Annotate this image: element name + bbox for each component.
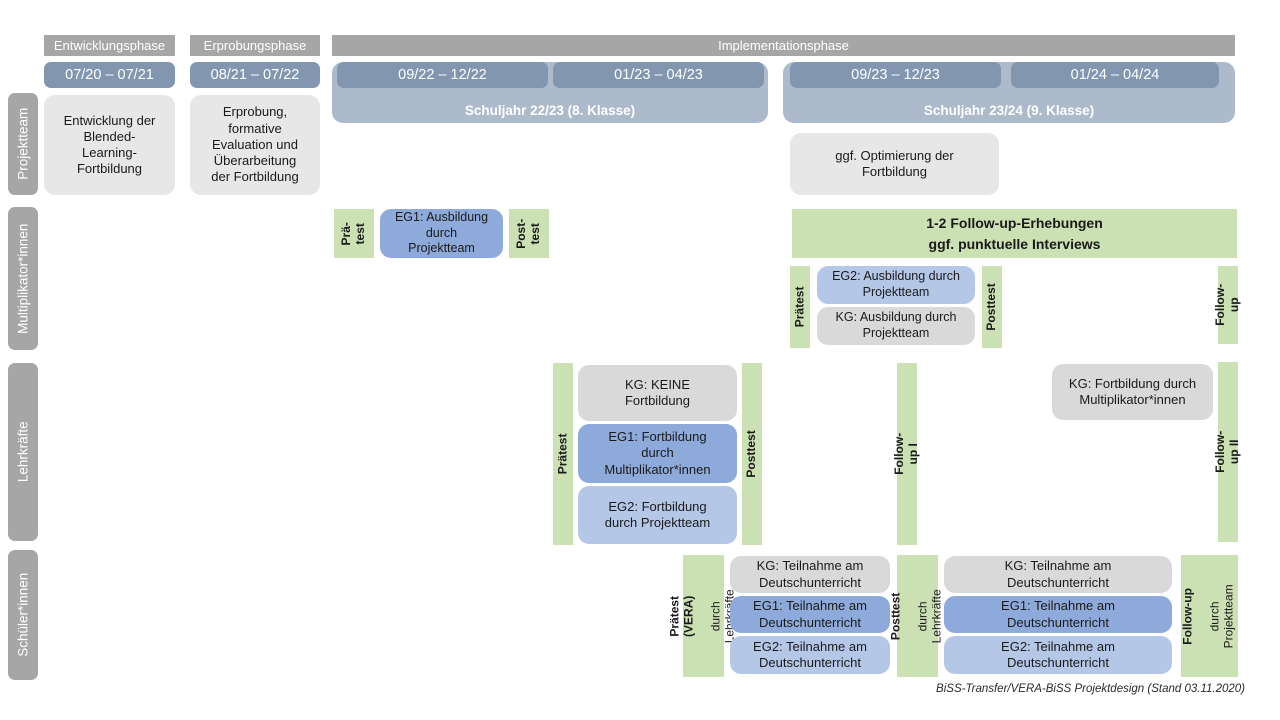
- box-eg1-deutschunterricht-2: EG1: Teilnahme am Deutschunterricht: [944, 596, 1172, 633]
- phase-bar-entwicklung: Entwicklungsphase: [44, 35, 175, 56]
- row-label-multiplikatoren: Multiplikator*innen: [8, 207, 38, 350]
- box-praetest-multiplikatoren: Prä- test: [334, 209, 374, 258]
- followup-sub: durch Projektteam: [1208, 583, 1237, 649]
- followup-main: Follow-up: [1180, 587, 1195, 645]
- followup-label: Follow-up: [1213, 284, 1241, 326]
- box-eg2-deutschunterricht-2: EG2: Teilnahme am Deutschunterricht: [944, 636, 1172, 674]
- box-posttest-schueler: Posttest durch Lehrkräfte: [889, 555, 944, 677]
- box-followup-erhebungen: 1-2 Follow-up-Erhebungen ggf. punktuelle…: [792, 209, 1237, 258]
- box-eg1-ausbildung: EG1: Ausbildung durch Projektteam: [380, 209, 503, 258]
- box-eg1-fortbildung-multiplikatoren: EG1: Fortbildung durch Multiplikator*inn…: [578, 424, 737, 483]
- posttest-sub: durch Lehrkräfte: [916, 588, 945, 644]
- row-label-text: Projektteam: [15, 107, 31, 181]
- school-year-label: Schuljahr 22/23 (8. Klasse): [464, 103, 636, 118]
- followup2-label: Follow-up II: [1213, 431, 1241, 473]
- box-followup2-lehrkraefte: Follow-up II: [1213, 362, 1241, 542]
- box-kg-keine-fortbildung: KG: KEINE Fortbildung: [578, 365, 737, 421]
- praetest-label: Prä- test: [339, 221, 367, 246]
- row-label-lehrkraefte: Lehrkräfte: [8, 363, 38, 541]
- row-label-schueler: Schüler*innen: [8, 550, 38, 680]
- box-kg-ausbildung: KG: Ausbildung durch Projektteam: [817, 307, 975, 345]
- followup1-label: Follow-up I: [892, 433, 920, 475]
- box-erprobung-evaluation: Erprobung, formative Evaluation und Über…: [190, 95, 320, 195]
- date-bar-0123-0423: 01/23 – 04/23: [553, 62, 764, 88]
- row-label-text: Multiplikator*innen: [15, 223, 31, 334]
- diagram-caption: BiSS-Transfer/VERA-BiSS Projektdesign (S…: [936, 683, 1245, 695]
- box-kg-deutschunterricht-1: KG: Teilnahme am Deutschunterricht: [730, 556, 890, 593]
- box-entwicklung-fortbildung: Entwicklung der Blended- Learning- Fortb…: [44, 95, 175, 195]
- box-followup-multiplikatoren: Follow-up: [1213, 266, 1241, 344]
- date-bar-0922-1222: 09/22 – 12/22: [337, 62, 548, 88]
- praetest-label: Prätest: [555, 433, 570, 475]
- box-praetest-vera-schueler: Prätest (VERA) durch Lehrkräfte: [668, 555, 737, 677]
- date-bar-0923-1223: 09/23 – 12/23: [790, 62, 1001, 88]
- box-eg1-deutschunterricht-1: EG1: Teilnahme am Deutschunterricht: [730, 596, 890, 633]
- box-followup1-lehrkraefte: Follow-up I: [892, 363, 920, 545]
- posttest-label: Posttest: [744, 430, 759, 478]
- posttest-main: Posttest: [888, 592, 903, 640]
- box-posttest-multiplikatoren: Post- test: [509, 209, 549, 258]
- box-praetest-lehrkraefte: Prätest: [553, 363, 573, 545]
- box-kg-deutschunterricht-2: KG: Teilnahme am Deutschunterricht: [944, 556, 1172, 593]
- box-posttest2-multiplikatoren: Posttest: [982, 266, 1002, 348]
- date-bar-0720-0721: 07/20 – 07/21: [44, 62, 175, 88]
- box-posttest-lehrkraefte: Posttest: [742, 363, 762, 545]
- posttest-label: Posttest: [984, 283, 999, 331]
- date-bar-0124-0424: 01/24 – 04/24: [1011, 62, 1219, 88]
- phase-bar-erprobung: Erprobungsphase: [190, 35, 320, 56]
- row-label-text: Schüler*innen: [15, 572, 31, 658]
- row-label-text: Lehrkräfte: [15, 421, 31, 483]
- praetest-label: Prätest: [792, 286, 807, 328]
- box-praetest2-multiplikatoren: Prätest: [790, 266, 810, 348]
- posttest-label: Post- test: [514, 218, 542, 249]
- school-year-label: Schuljahr 23/24 (9. Klasse): [923, 103, 1095, 118]
- box-eg2-ausbildung: EG2: Ausbildung durch Projektteam: [817, 266, 975, 304]
- date-bar-0821-0722: 08/21 – 07/22: [190, 62, 320, 88]
- phase-bar-implementation: Implementationsphase: [332, 35, 1235, 56]
- box-eg2-fortbildung-projektteam: EG2: Fortbildung durch Projektteam: [578, 486, 737, 544]
- followup-schueler-label: Follow-up durch Projektteam: [1168, 584, 1251, 648]
- row-label-projektteam: Projektteam: [8, 93, 38, 195]
- praetest-vera-main: Prätest (VERA): [668, 595, 696, 637]
- box-optimierung-fortbildung: ggf. Optimierung der Fortbildung: [790, 133, 999, 195]
- box-followup-schueler: Follow-up durch Projektteam: [1181, 555, 1238, 677]
- box-eg2-deutschunterricht-1: EG2: Teilnahme am Deutschunterricht: [730, 636, 890, 674]
- box-kg-fortbildung-multiplikatoren: KG: Fortbildung durch Multiplikator*inne…: [1052, 364, 1213, 420]
